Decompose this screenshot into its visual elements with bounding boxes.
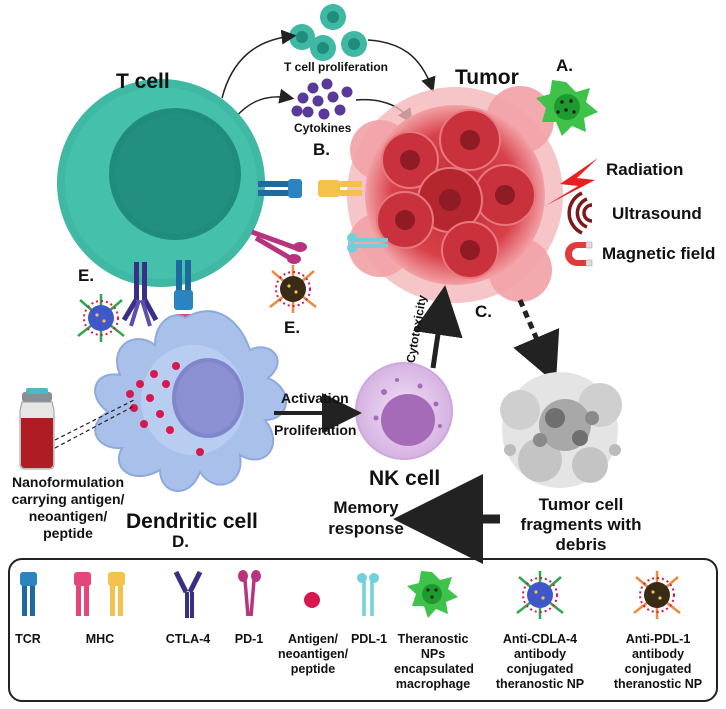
- label-b: B.: [313, 140, 330, 159]
- tumor-fragments: [500, 372, 622, 488]
- ultrasound-icon: [567, 191, 593, 235]
- vial-connector-line: [54, 399, 135, 441]
- label-a: A.: [556, 56, 573, 75]
- legend-macrophage-icon: [407, 571, 458, 618]
- legend-mhc-pink-icon: [74, 572, 91, 616]
- legend-label-tcr: TCR: [15, 632, 41, 646]
- vial-connector-line-2: [54, 405, 135, 449]
- legend-ctla4-icon: [173, 570, 203, 618]
- legend-panel: [8, 558, 718, 702]
- ultrasound-label: Ultrasound: [612, 204, 702, 223]
- nanoformulation-vial-icon: [19, 388, 55, 470]
- t-cell-proliferation-label: T cell proliferation: [284, 60, 389, 74]
- label-c: C.: [475, 302, 492, 321]
- label-d: D.: [172, 532, 189, 551]
- legend-anti-pdl1-np-icon: [633, 571, 681, 619]
- memory-response-label: Memory response: [328, 498, 404, 538]
- arrow-proliferation-to-tumor: [367, 39, 436, 93]
- anti-ctla4-np-icon: [77, 294, 125, 342]
- label-e-mid: E.: [284, 318, 301, 337]
- tumor-mass: [347, 86, 563, 303]
- tumor-label: Tumor: [455, 66, 519, 89]
- dendritic-cell-label: Dendritic cell: [126, 510, 258, 533]
- nk-cell: [355, 362, 453, 460]
- legend-pd1-icon: [238, 570, 261, 617]
- pd1-receptor: [251, 229, 307, 264]
- anti-pdl1-np-icon: [269, 265, 317, 313]
- proliferation-label: Proliferation: [274, 422, 357, 438]
- legend-label-pd1: PD-1: [234, 632, 264, 646]
- t-cell-label: T cell: [116, 70, 170, 93]
- magnet-icon: [565, 241, 593, 267]
- label-e-left: E.: [78, 266, 95, 285]
- legend-label-pdl1: PDL-1: [350, 632, 388, 646]
- legend-pdl1-icon: [357, 573, 379, 616]
- cytokines-icon: [291, 78, 353, 120]
- pdl1-ligand: [347, 233, 388, 253]
- radiation-label: Radiation: [606, 160, 684, 179]
- legend-anti-ctla4-np-icon: [516, 571, 564, 619]
- magnetic-field-label: Magnetic field: [602, 244, 716, 263]
- legend-label-mhc: MHC: [85, 632, 115, 646]
- dendritic-cell: [94, 310, 287, 492]
- cytokines-label: Cytokines: [294, 121, 352, 135]
- t-cell-proliferation-icon: [289, 4, 367, 61]
- legend-tcr-icon: [20, 572, 37, 616]
- legend-label-macrophage: Theranostic NPs encapsulated macrophage: [394, 632, 474, 691]
- nanoformulation-label: Nanoformulation carrying antigen/ neoant…: [11, 474, 125, 541]
- theranostic-macrophage-icon: [536, 80, 598, 136]
- fragment-arrow: [513, 299, 560, 384]
- legend-mhc-yellow-icon: [108, 572, 125, 616]
- tumor-fragments-label: Tumor cell fragments with debris: [520, 495, 642, 554]
- activation-label: Activation: [281, 390, 349, 406]
- ctla4-receptor: [121, 262, 159, 327]
- cytotoxicity-arrow: [413, 285, 463, 369]
- arrow-to-cytokines: [234, 88, 295, 119]
- legend-label-antigen: Antigen/ neoantigen/ peptide: [278, 632, 349, 676]
- radiation-icon: [545, 158, 598, 206]
- legend-antigen-icon: [304, 592, 320, 608]
- legend-label-anti-pdl1-np: Anti-PDL-1 antibody conjugated theranost…: [613, 632, 703, 691]
- arrow-to-proliferation: [221, 29, 297, 99]
- nk-cell-label: NK cell: [369, 467, 441, 490]
- t-cell: [57, 79, 265, 287]
- tcr-mhc-synapse: [258, 179, 362, 198]
- legend-label-anti-ctla4-np: Anti-CDLA-4 antibody conjugated theranos…: [495, 632, 585, 691]
- legend-label-ctla4: CTLA-4: [165, 632, 211, 646]
